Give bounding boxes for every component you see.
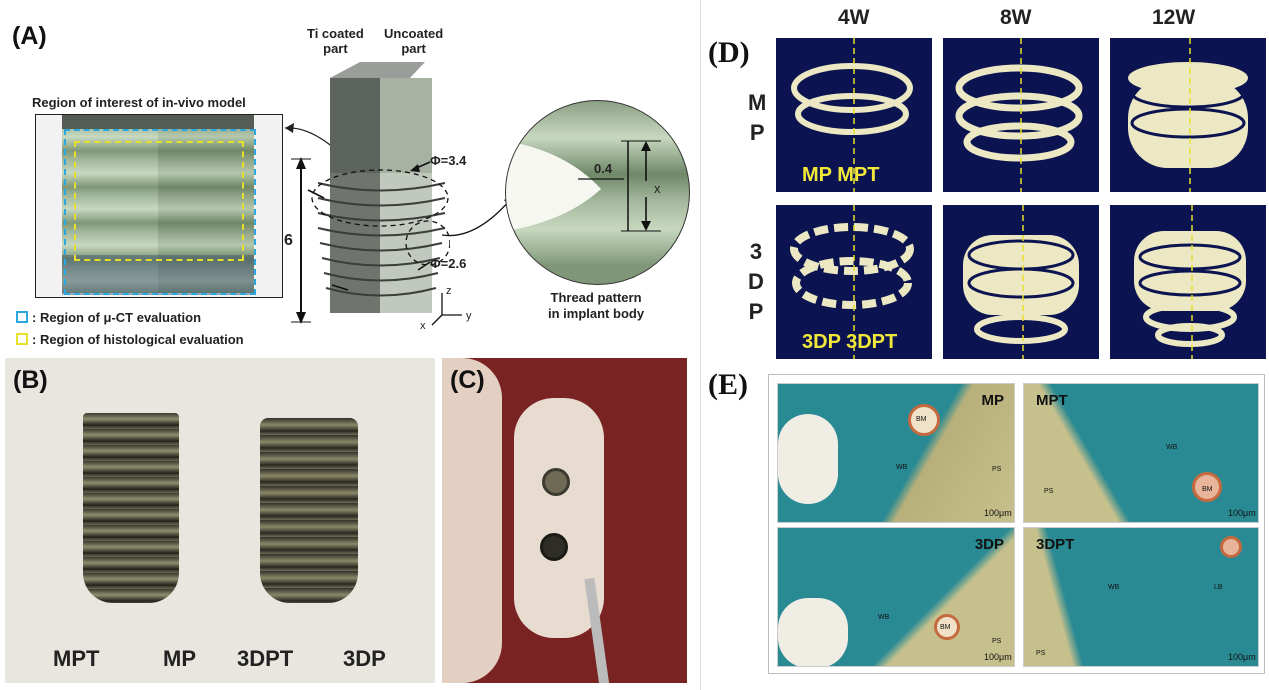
hist-mp-mark-ps: PS	[992, 466, 1002, 473]
hist-3dpt-label: 3DPT	[1036, 536, 1075, 553]
ti-coated-label: Ti coated part	[307, 26, 364, 56]
hist-3dp-mark-ps: PS	[992, 638, 1002, 645]
hist-mp-marrow	[778, 414, 838, 504]
axes-icon	[431, 293, 462, 326]
col-8w: 8W	[1000, 6, 1032, 29]
hist-mpt: MPT WB BM PS 100μm	[1023, 383, 1259, 523]
implant-photo-mpt	[83, 413, 179, 603]
hist-3dpt-mark-ps: PS	[1036, 650, 1046, 657]
phi-top: Φ=3.4	[430, 153, 467, 168]
roi-implant-right	[158, 123, 254, 293]
panel-d: (D) 4W 8W 12W M P 3 D P MP MPT 3DP 3DPT	[706, 0, 1269, 365]
panel-c-label: (C)	[450, 366, 485, 394]
label-mpt: MPT	[53, 646, 100, 671]
panel-d-label: (D)	[708, 36, 750, 69]
axis-x: x	[420, 320, 426, 332]
hist-3dpt-spot	[1220, 536, 1242, 558]
implant-head-top	[542, 468, 570, 496]
panel-c: (C)	[442, 358, 687, 683]
ct-roi-rectangle	[64, 129, 256, 295]
hist-mpt-mark-wb: WB	[1166, 444, 1178, 451]
thread-caption: Thread pattern in implant body	[548, 290, 645, 321]
ct-mp-8w	[943, 38, 1099, 192]
roi-implant-left	[62, 123, 158, 293]
column-separator	[700, 0, 701, 690]
hist-3dpt-mark-wb: WB	[1108, 584, 1120, 591]
axis-y: y	[466, 310, 472, 322]
hist-mp-mark-bm: BM	[916, 416, 927, 423]
legend-hist-swatch	[16, 333, 28, 345]
hist-3dp: 3DP WB BM PS 100μm	[777, 527, 1015, 667]
thread-detail-circle: 0.4 x	[505, 100, 690, 285]
panel-a-label: (A)	[12, 22, 47, 50]
axis-z: z	[446, 285, 452, 297]
col-4w: 4W	[838, 6, 870, 29]
ct-mp-4w: MP MPT	[776, 38, 932, 192]
hist-3dp-marrow	[778, 598, 848, 666]
surgery-skin-left	[442, 358, 502, 683]
thread-pitch-var: x	[654, 181, 661, 196]
roi-title: Region of interest of in-vivo model	[32, 95, 246, 110]
ct-mp-12w	[1110, 38, 1266, 192]
hist-mpt-bm	[1192, 472, 1222, 502]
ct-3dp-4w: 3DP 3DPT	[776, 205, 932, 359]
label-mp: MP	[163, 646, 196, 671]
hist-3dpt-mark-lb: LB	[1214, 584, 1223, 591]
hist-3dpt: 3DPT WB LB PS 100μm	[1023, 527, 1259, 667]
ct-overlay-mp: MP MPT	[802, 164, 880, 186]
roi-implant-top	[62, 115, 254, 129]
hist-mp: MP BM WB PS 100μm	[777, 383, 1015, 523]
hist-3dp-bm	[934, 614, 960, 640]
label-3dpt: 3DPT	[237, 646, 294, 671]
hist-mpt-label: MPT	[1036, 392, 1068, 409]
ct-overlay-3dp: 3DP 3DPT	[802, 331, 898, 353]
implant-photo-dpt	[260, 418, 358, 603]
ct-3dp-12w	[1110, 205, 1266, 359]
implant-head-bottom	[540, 533, 568, 561]
hist-roi-rectangle	[74, 141, 244, 261]
implant-3d	[311, 62, 450, 313]
legend-hist: : Region of histological evaluation	[32, 332, 244, 347]
panel-b-label: (B)	[13, 366, 48, 394]
panel-e-label: (E)	[708, 368, 748, 401]
hist-3dp-mark-wb: WB	[878, 614, 890, 621]
hist-3dp-mark-bm: BM	[940, 624, 951, 631]
hist-mpt-scale: 100μm	[1228, 508, 1256, 518]
hist-mpt-mark-ps: PS	[1044, 488, 1054, 495]
uncoated-label: Uncoated part	[384, 26, 444, 56]
hist-mpt-mark-bm: BM	[1202, 486, 1213, 493]
col-12w: 12W	[1152, 6, 1196, 29]
hist-mp-bm	[908, 404, 940, 436]
hist-mp-mark-wb: WB	[896, 464, 908, 471]
hist-mp-label: MP	[981, 392, 1005, 409]
legend-ct: : Region of μ-CT evaluation	[32, 310, 202, 325]
phi-arrows	[307, 161, 431, 291]
roi-box	[35, 114, 283, 298]
hist-mp-scale: 100μm	[984, 508, 1012, 518]
hist-3dp-scale: 100μm	[984, 652, 1012, 662]
length-dimension	[291, 157, 311, 324]
row-3dp-label: 3 D P	[748, 239, 764, 324]
panel-e: (E) MP BM WB PS 100μm MPT WB BM PS 100μm…	[706, 368, 1269, 688]
ct-3dp-8w	[943, 205, 1099, 359]
label-3dp: 3DP	[343, 646, 386, 671]
length-value: 6	[284, 232, 293, 249]
row-mp-label: M P	[748, 90, 767, 145]
hist-3dpt-scale: 100μm	[1228, 652, 1256, 662]
roi-lower-shade	[62, 255, 254, 295]
histology-frame: MP BM WB PS 100μm MPT WB BM PS 100μm 3DP…	[768, 374, 1265, 674]
phi-bottom: Φ=2.6	[430, 256, 467, 271]
hist-3dp-label: 3DP	[974, 536, 1004, 553]
panel-a: (A) Region of interest of in-vivo model …	[0, 0, 700, 355]
panel-b: (B) MPT MP 3DPT 3DP	[5, 358, 435, 683]
legend-ct-swatch	[16, 311, 28, 323]
thread-pitch: 0.4	[594, 161, 613, 176]
